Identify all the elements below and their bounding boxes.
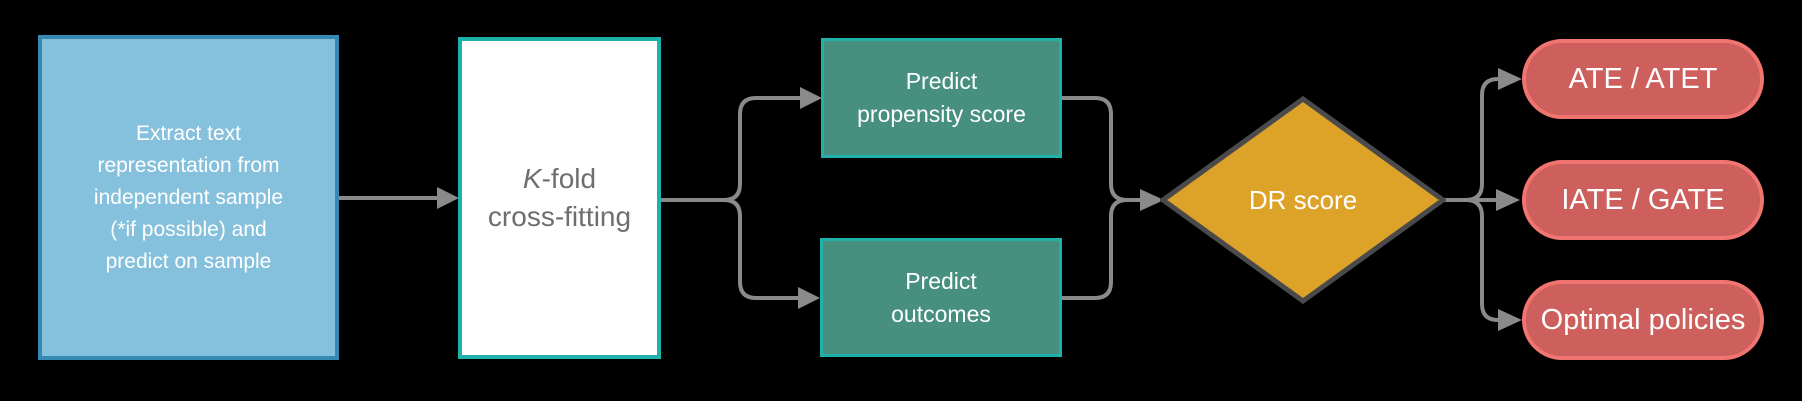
node-predict-propensity-score: Predict propensity score — [821, 38, 1062, 158]
node-optimal-policies: Optimal policies — [1522, 280, 1764, 360]
propensity-line: Predict — [905, 68, 978, 94]
connector-propensity-to-drscore — [1062, 96, 1140, 202]
kfold-k-italic: K — [522, 163, 542, 194]
optimal-policies-label: Optimal policies — [1540, 303, 1746, 336]
connector-outcomes-to-drscore — [1062, 198, 1140, 300]
ate-atet-label: ATE / ATET — [1568, 62, 1718, 95]
propensity-line: propensity score — [857, 101, 1026, 127]
connector-kfold-to-propensity — [660, 96, 800, 202]
diamond-shape — [1158, 95, 1448, 305]
dr-score-label: DR score — [1248, 184, 1358, 215]
arrowhead-icon — [437, 187, 459, 209]
extract-text-line: (*if possible) and — [110, 217, 267, 241]
kfold-line-1: K-fold — [523, 160, 596, 198]
kfold-suffix: -fold — [541, 163, 597, 194]
node-extract-text: Extract text representation from indepen… — [38, 35, 339, 360]
extract-text-line: predict on sample — [105, 249, 272, 273]
node-predict-outcomes: Predict outcomes — [820, 238, 1062, 357]
outcomes-line: outcomes — [891, 300, 991, 327]
node-kfold-cross-fitting: K-fold cross-fitting — [458, 37, 661, 359]
arrowhead-icon — [1140, 189, 1164, 211]
extract-text-line: independent sample — [93, 185, 284, 209]
connector-drscore-to-ate — [1444, 77, 1499, 202]
diamond-polygon — [1158, 95, 1448, 305]
connector-drscore-to-optimal — [1444, 198, 1499, 322]
node-dr-score: DR score — [1158, 95, 1448, 305]
arrowhead-icon — [1498, 68, 1522, 90]
kfold-line-2: cross-fitting — [487, 201, 632, 232]
extract-text-line: Extract text — [135, 121, 242, 145]
arrowhead-icon — [798, 287, 820, 309]
arrowhead-icon — [800, 87, 822, 109]
connector-kfold-to-outcomes — [660, 198, 798, 300]
outcomes-line: Predict — [905, 267, 977, 294]
node-iate-gate: IATE / GATE — [1522, 160, 1764, 240]
arrowhead-icon — [1496, 189, 1520, 211]
iate-gate-label: IATE / GATE — [1561, 183, 1725, 216]
arrowhead-icon — [1498, 309, 1522, 331]
extract-text-line: representation from — [97, 153, 280, 177]
node-ate-atet: ATE / ATET — [1522, 39, 1764, 119]
